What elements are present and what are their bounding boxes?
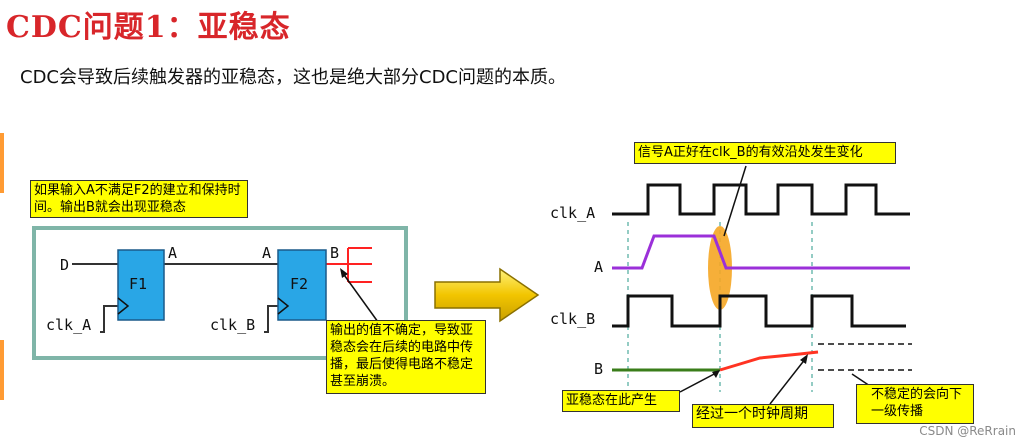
callout-output-note: 输出的值不确定，导致亚稳态会在后续的电路中传播，最后使得电路不稳定甚至崩溃。 (326, 320, 486, 394)
label-a-in: A (262, 244, 271, 262)
pointer-meta-arrowhead (712, 370, 720, 378)
clock-triangle-f1 (117, 297, 130, 315)
wave-clk-a (612, 183, 910, 216)
label-clk-a: clk_A (46, 316, 91, 334)
page-subtitle: CDC会导致后续触发器的亚稳态，这也是绝大部分CDC问题的本质。 (20, 67, 566, 88)
wave-a (612, 234, 910, 270)
watermark: CSDN @ReRrain (919, 424, 1016, 438)
label-ff1: F1 (129, 275, 147, 293)
callout-one-period: 经过一个时钟周期 (692, 404, 834, 428)
label-d: D (60, 256, 69, 274)
label-ff2: F2 (290, 275, 308, 293)
callout-propagate: 不稳定的会向下一级传播 (856, 384, 974, 424)
label-b: B (330, 244, 339, 262)
label-a-out: A (168, 244, 177, 262)
wave-clk-b (612, 294, 906, 328)
wire-clk-a (100, 305, 118, 333)
wire-clk-b (264, 305, 278, 333)
signal-label-clk-b: clk_B (550, 310, 595, 328)
pointer-meta-note (679, 371, 719, 393)
pointer-line (341, 271, 379, 323)
callout-setup-hold: 如果输入A不满足F2的建立和保持时间。输出B就会出现亚稳态 (30, 180, 248, 218)
callout-clk-edge: 信号A正好在clk_B的有效沿处发生变化 (634, 142, 896, 164)
pointer-arrowhead (340, 268, 348, 278)
signal-label-clk-a: clk_A (550, 204, 595, 222)
wave-b-metastable (719, 350, 819, 372)
signal-label-b: B (594, 360, 603, 378)
label-clk-b: clk_B (210, 316, 255, 334)
pointer-period-note (769, 357, 807, 405)
side-bar-top (0, 133, 4, 193)
clock-triangle-f2 (277, 297, 290, 315)
signal-label-a: A (594, 258, 603, 276)
pointer-period-arrowhead (800, 354, 808, 364)
side-bar-bottom (0, 340, 4, 400)
transition-arrow-icon (434, 267, 540, 323)
page-title: CDC问题1：亚稳态 (6, 10, 291, 45)
metastability-highlight (708, 226, 732, 310)
pointer-top-note (723, 165, 747, 237)
callout-meta-origin: 亚稳态在此产生 (562, 390, 680, 412)
